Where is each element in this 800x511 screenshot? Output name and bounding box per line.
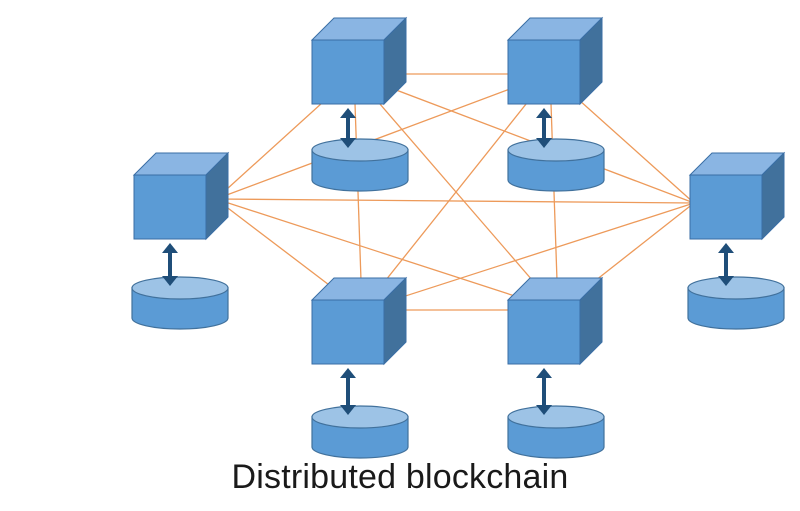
database-top: [507, 138, 605, 162]
block-cube-icon: [132, 151, 230, 241]
database-body: [687, 287, 785, 330]
arrow-head-up: [162, 243, 178, 253]
link-right-bottom-left: [361, 202, 695, 311]
arrow-head-up: [536, 368, 552, 378]
link-top-right-bottom-left: [361, 73, 551, 311]
sync-arrow-icon: [536, 108, 552, 148]
database-top: [311, 405, 409, 429]
block-cube-icon: [310, 16, 408, 106]
link-top-left-right: [353, 73, 695, 204]
arrow-head-down: [340, 405, 356, 415]
arrow-head-up: [718, 243, 734, 253]
cube-front-face: [689, 174, 763, 240]
database-body: [507, 416, 605, 459]
sync-arrow-icon: [340, 108, 356, 148]
arrow-head-down: [162, 276, 178, 286]
cube-front-face: [311, 299, 385, 365]
sync-arrow-icon: [162, 243, 178, 286]
block-cube-icon: [310, 276, 408, 366]
node-left: [131, 151, 230, 330]
database-icon: [311, 405, 409, 459]
node-right: [687, 151, 786, 330]
cube-front-face: [507, 299, 581, 365]
arrow-head-down: [536, 405, 552, 415]
database-icon: [507, 138, 605, 192]
cube-front-face: [507, 39, 581, 105]
database-icon: [507, 405, 605, 459]
arrow-head-down: [340, 138, 356, 148]
arrow-head-up: [340, 108, 356, 118]
database-body: [311, 149, 409, 192]
link-top-left-bottom-left: [353, 73, 363, 311]
database-top: [131, 276, 229, 300]
block-cube-icon: [506, 276, 604, 366]
database-top: [687, 276, 785, 300]
link-top-right-bottom-right: [549, 73, 559, 311]
arrow-head-up: [536, 108, 552, 118]
sync-arrow-icon: [536, 368, 552, 415]
cube-front-face: [311, 39, 385, 105]
arrow-head-up: [340, 368, 356, 378]
cube-front-face: [133, 174, 207, 240]
peer-links: [215, 73, 695, 311]
diagram-caption: Distributed blockchain: [231, 458, 569, 496]
blockchain-nodes: [131, 16, 786, 459]
block-cube-icon: [688, 151, 786, 241]
block-cube-icon: [506, 16, 604, 106]
node-bottom-left: [310, 276, 409, 459]
database-top: [311, 138, 409, 162]
node-top-right: [506, 16, 605, 192]
arrow-head-down: [718, 276, 734, 286]
sync-arrow-icon: [718, 243, 734, 286]
node-bottom-right: [506, 276, 605, 459]
database-icon: [311, 138, 409, 192]
arrow-head-down: [536, 138, 552, 148]
node-top-left: [310, 16, 409, 192]
database-body: [311, 416, 409, 459]
database-body: [131, 287, 229, 330]
link-left-right: [215, 198, 695, 204]
database-icon: [131, 276, 229, 330]
link-top-right-left: [215, 73, 551, 200]
sync-arrow-icon: [340, 368, 356, 415]
database-icon: [687, 276, 785, 330]
link-left-bottom-right: [215, 198, 559, 311]
database-top: [507, 405, 605, 429]
database-body: [507, 149, 605, 192]
